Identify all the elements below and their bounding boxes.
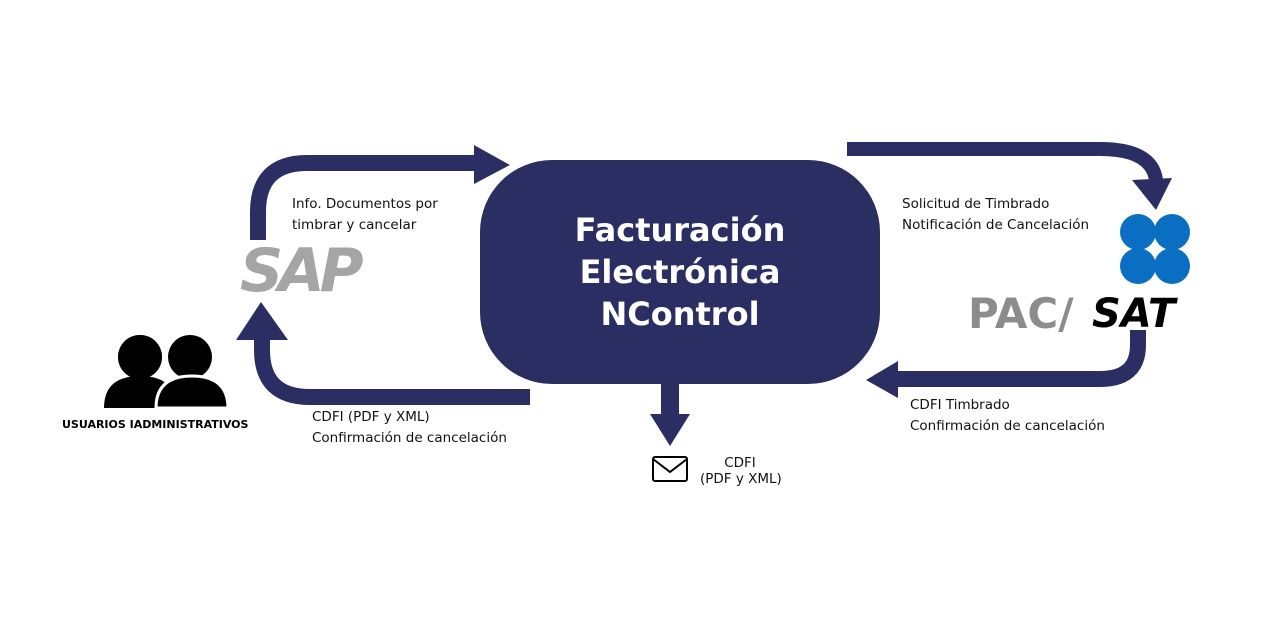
sap-request-label-line-2: timbrar y cancelar: [292, 217, 417, 233]
sat-logo-text: SAT: [1092, 291, 1176, 337]
users-label: USUARIOS IADMINISTRATIVOS: [62, 418, 249, 431]
pac-logo-text: PAC/: [968, 289, 1074, 338]
email-label: CDFI (PDF y XML): [700, 455, 782, 487]
pac-request-label-line-2: Notificación de Cancelación: [902, 217, 1090, 233]
arrow-center-to-email: [661, 382, 679, 418]
email-label-line-1: CDFI: [724, 455, 756, 471]
pac-response-label-line-2: Confirmación de cancelación: [910, 418, 1105, 434]
pac-response-label-line-1: CDFI Timbrado: [910, 397, 1010, 413]
arrow-sap-to-center-head: [474, 145, 510, 184]
sap-request-label: Info. Documentos por timbrar y cancelar: [292, 194, 438, 236]
center-title-line-3: NControl: [600, 295, 760, 333]
pac-response-label: CDFI Timbrado Confirmación de cancelació…: [910, 395, 1105, 437]
center-title-line-2: Electrónica: [579, 253, 781, 291]
center-system-box: Facturación Electrónica NControl: [480, 160, 880, 384]
return-left-label: CDFI (PDF y XML) Confirmación de cancela…: [312, 407, 507, 449]
arrow-pac-to-center-head: [866, 361, 898, 398]
pac-request-label-line-1: Solicitud de Timbrado: [902, 196, 1050, 212]
pac-request-label: Solicitud de Timbrado Notificación de Ca…: [902, 194, 1089, 236]
center-title-line-1: Facturación: [574, 211, 786, 249]
return-left-label-line-1: CDFI (PDF y XML): [312, 409, 430, 425]
sap-logo: SAP: [240, 236, 364, 306]
return-left-label-line-2: Confirmación de cancelación: [312, 430, 507, 446]
users-icon: [104, 335, 230, 410]
arrow-pac-to-center: [892, 330, 1146, 387]
arrow-center-to-sap-head: [236, 302, 288, 340]
arrow-center-to-pac-head: [1132, 178, 1172, 210]
arrow-center-to-sap: [254, 332, 530, 405]
arrow-center-to-pac: [847, 142, 1163, 182]
arrow-center-to-email-head: [650, 414, 690, 446]
arrow-sap-to-center: [250, 155, 480, 240]
mail-icon: [652, 456, 688, 482]
sap-request-label-line-1: Info. Documentos por: [292, 196, 438, 212]
sat-logo-icon: [1120, 214, 1190, 284]
email-label-line-2: (PDF y XML): [700, 471, 782, 487]
